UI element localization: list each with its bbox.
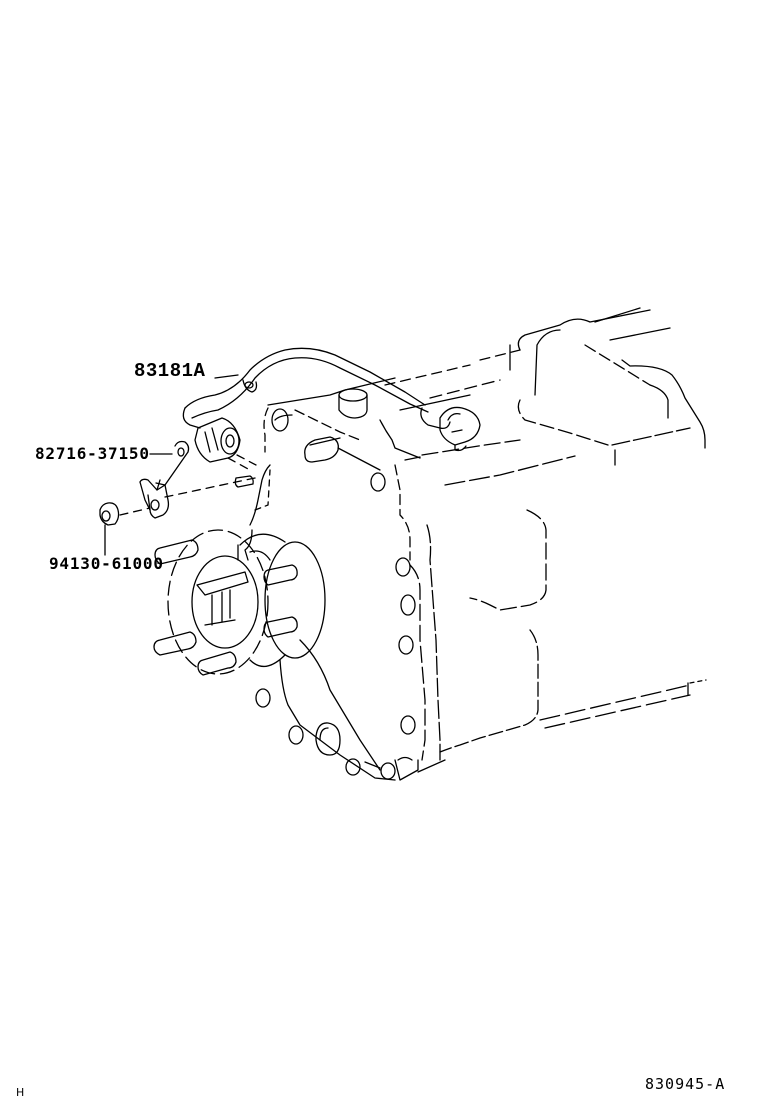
nut-94130-61000 xyxy=(99,502,120,556)
wire-harness-83181a xyxy=(182,347,481,463)
output-flange xyxy=(153,529,326,676)
transmission-side-body xyxy=(426,509,707,761)
illustration-code: 830945-A xyxy=(645,1075,726,1093)
transmission-housing-outline xyxy=(384,307,706,486)
view-marker: H xyxy=(16,1086,25,1099)
bracket-82716-37150 xyxy=(139,440,190,519)
callout-83181a[interactable]: 83181A xyxy=(134,360,206,382)
transfer-case-cover xyxy=(237,377,446,781)
stud xyxy=(234,475,254,488)
callout-82716-37150[interactable]: 82716-37150 xyxy=(35,444,150,463)
callout-94130-61000[interactable]: 94130-61000 xyxy=(49,554,164,573)
assembly-centerlines xyxy=(119,454,257,516)
